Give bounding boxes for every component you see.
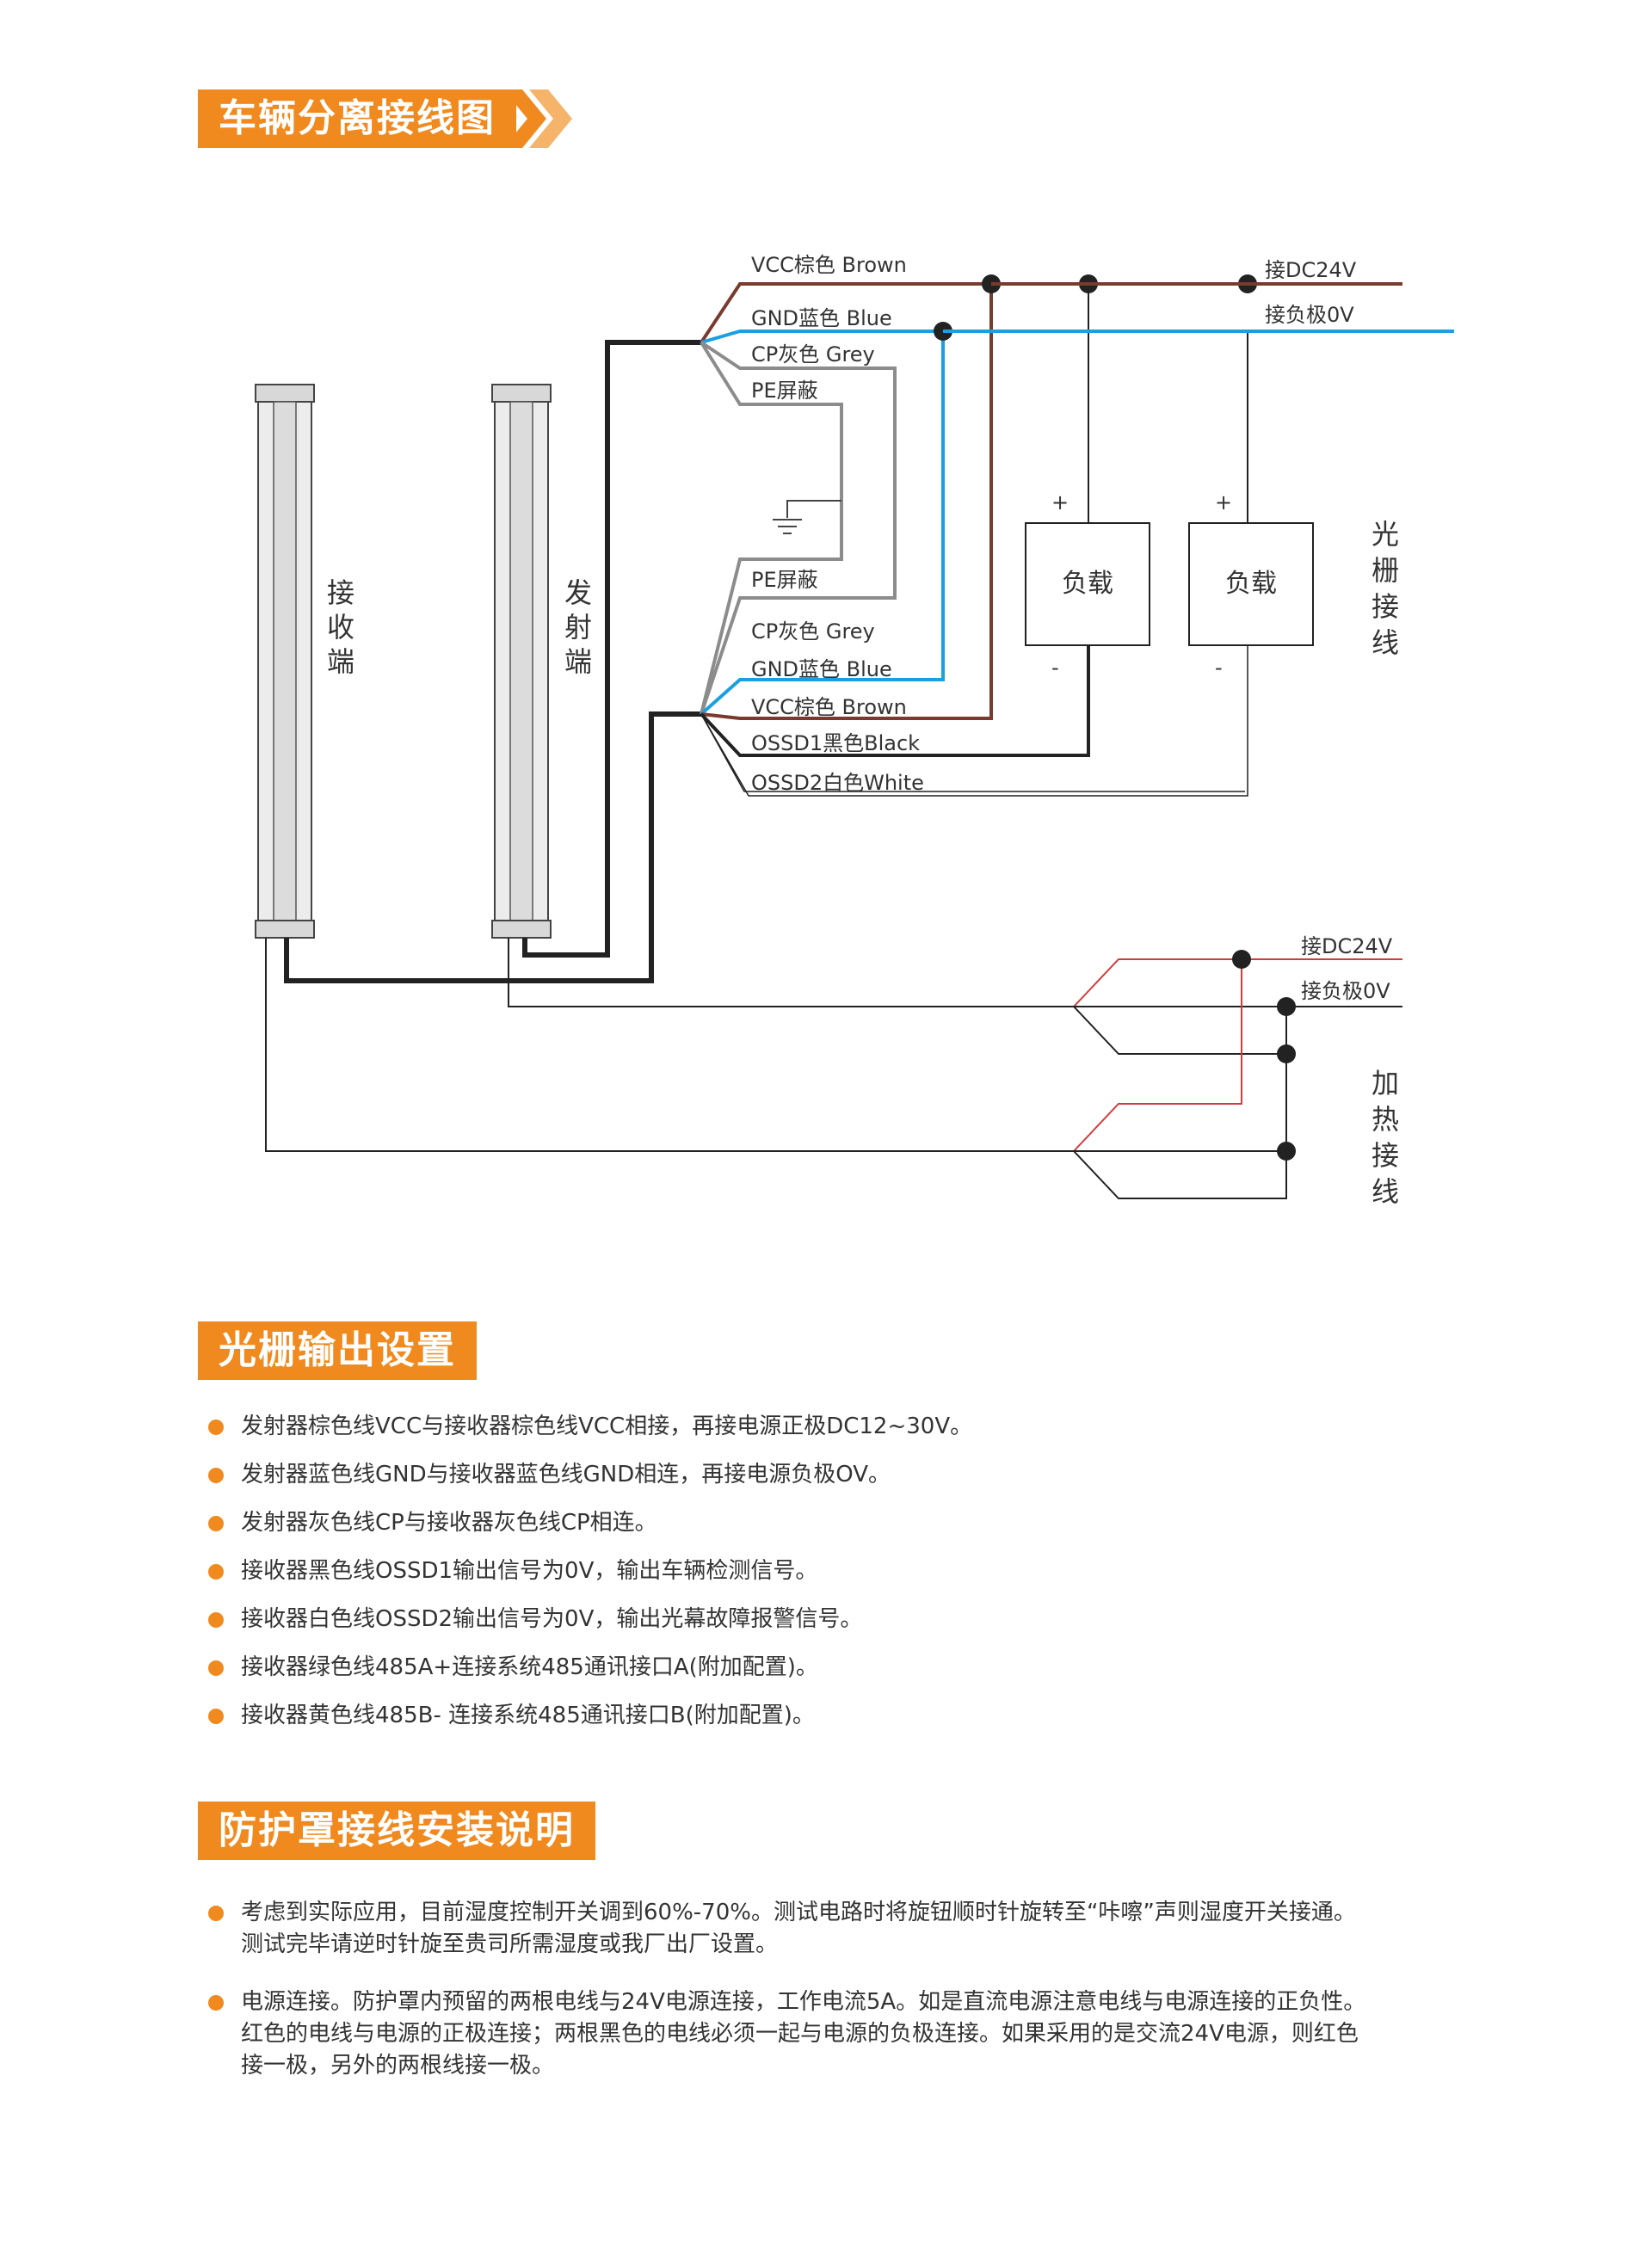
list-item: 接收器黑色线OSSD1输出信号为0V，输出车辆检测信号。 <box>206 1555 972 1604</box>
section-title-wiring-diagram: 车辆分离接线图 <box>198 89 516 148</box>
label-pe-bottom: PE屏蔽 <box>751 568 818 592</box>
list-item-text: 接收器白色线OSSD2输出信号为0V，输出光幕故障报警信号。 <box>241 1606 863 1632</box>
load1-plus: + <box>1051 490 1069 514</box>
list-item: 考虑到实际应用，目前湿度控制开关调到60%-70%。测试电路时将旋钮顺时针旋转至… <box>206 1897 1368 1961</box>
label-ossd1: OSSD1黑色Black <box>751 731 920 755</box>
list-item-text: 考虑到实际应用，目前湿度控制开关调到60%-70%。测试电路时将旋钮顺时针旋转至… <box>241 1900 1356 1957</box>
label-vcc-bottom: VCC棕色 Brown <box>751 695 907 719</box>
emitter-label: 发射端 <box>564 576 592 678</box>
list-item-text: 接收器绿色线485A+连接系统485通讯接口A(附加配置)。 <box>241 1654 818 1680</box>
chevron-right-icon <box>503 89 572 148</box>
load-box-2 <box>1188 331 1314 646</box>
list-item-text: 电源连接。防护罩内预留的两根电线与24V电源连接，工作电流5A。如是直流电源注意… <box>241 1989 1366 2079</box>
receiver-label: 接收端 <box>327 576 354 678</box>
receiver-bar <box>255 384 315 939</box>
bullet-dot-icon <box>208 1420 224 1435</box>
list-item-text: 接收器黑色线OSSD1输出信号为0V，输出车辆检测信号。 <box>241 1558 818 1584</box>
label-cp-top: CP灰色 Grey <box>751 342 875 366</box>
list-item-text: 发射器棕色线VCC与接收器棕色线VCC相接，再接电源正极DC12~30V。 <box>241 1414 973 1439</box>
label-ossd2: OSSD2白色White <box>751 771 924 795</box>
label-dc24v-top: 接DC24V <box>1265 258 1357 282</box>
bullet-dot-icon <box>208 1612 224 1628</box>
output-settings-list: 发射器棕色线VCC与接收器棕色线VCC相接，再接电源正极DC12~30V。发射器… <box>206 1411 972 1748</box>
list-item: 发射器蓝色线GND与接收器蓝色线GND相连，再接电源负极OV。 <box>206 1459 972 1507</box>
bullet-dot-icon <box>208 1468 224 1483</box>
list-item: 接收器黄色线485B- 连接系统485通讯接口B(附加配置)。 <box>206 1700 972 1748</box>
list-item-text: 接收器黄色线485B- 连接系统485通讯接口B(附加配置)。 <box>241 1703 815 1728</box>
bullet-dot-icon <box>208 1709 224 1724</box>
list-item: 接收器绿色线485A+连接系统485通讯接口A(附加配置)。 <box>206 1652 972 1700</box>
list-item: 发射器棕色线VCC与接收器棕色线VCC相接，再接电源正极DC12~30V。 <box>206 1411 972 1459</box>
receiver-cable <box>284 711 701 983</box>
list-item: 电源连接。防护罩内预留的两根电线与24V电源连接，工作电流5A。如是直流电源注意… <box>206 1986 1368 2082</box>
heating-wiring <box>265 938 1402 1199</box>
list-item-text: 发射器蓝色线GND与接收器蓝色线GND相连，再接电源负极OV。 <box>241 1462 891 1487</box>
label-dc24v-heat: 接DC24V <box>1301 934 1393 958</box>
load1-minus: - <box>1051 656 1059 680</box>
bullet-dot-icon <box>208 1516 224 1531</box>
bullet-dot-icon <box>208 1906 224 1921</box>
bullet-dot-icon <box>208 1660 224 1676</box>
label-vcc-top: VCC棕色 Brown <box>751 253 907 277</box>
label-gnd-top: GND蓝色 Blue <box>751 306 892 330</box>
heating-wiring-label: 加热接线 <box>1372 1067 1399 1208</box>
grating-wiring-label: 光栅接线 <box>1372 518 1399 659</box>
bottom-fanout <box>700 284 1248 797</box>
bullet-dot-icon <box>208 1995 224 2011</box>
label-pe-top: PE屏蔽 <box>751 379 818 403</box>
label-cp-bottom: CP灰色 Grey <box>751 619 875 644</box>
load2-label: 负载 <box>1225 569 1277 599</box>
label-gnd-bottom: GND蓝色 Blue <box>751 657 892 681</box>
list-item-text: 发射器灰色线CP与接收器灰色线CP相连。 <box>241 1510 657 1536</box>
section-title-install-notes: 防护罩接线安装说明 <box>198 1802 595 1860</box>
load-box-1 <box>1025 284 1150 646</box>
list-item: 发射器灰色线CP与接收器灰色线CP相连。 <box>206 1507 972 1555</box>
load1-label: 负载 <box>1062 569 1113 599</box>
list-item: 接收器白色线OSSD2输出信号为0V，输出光幕故障报警信号。 <box>206 1604 972 1652</box>
install-notes-list: 考虑到实际应用，目前湿度控制开关调到60%-70%。测试电路时将旋钮顺时针旋转至… <box>206 1897 1368 2108</box>
top-power-lines <box>943 282 1454 333</box>
label-0v-top: 接负极0V <box>1265 303 1354 327</box>
section-title-output-settings: 光栅输出设置 <box>198 1321 477 1380</box>
bullet-dot-icon <box>208 1564 224 1580</box>
load2-minus: - <box>1215 656 1223 680</box>
wiring-diagram: 接收端 发射端 <box>255 253 1454 1208</box>
emitter-cable <box>522 340 701 958</box>
load2-plus: + <box>1215 490 1232 514</box>
label-0v-heat: 接负极0V <box>1301 979 1390 1003</box>
emitter-bar <box>491 384 552 939</box>
